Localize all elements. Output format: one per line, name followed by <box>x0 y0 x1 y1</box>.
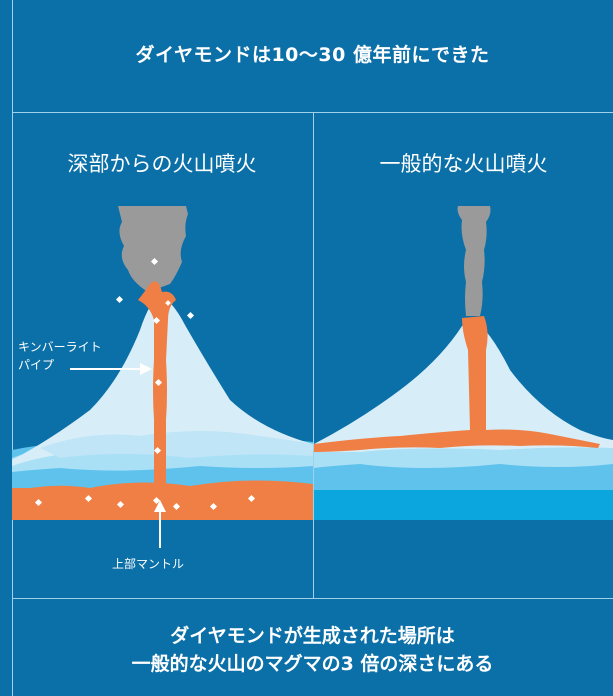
kimberlite-arrow <box>70 363 152 375</box>
left-cone-shadow <box>40 431 313 458</box>
caption-line-2: 一般的な火山のマグマの3 倍の深さにある <box>131 653 494 675</box>
footer-divider <box>12 598 613 599</box>
left-magma-band <box>12 480 313 520</box>
kimberlite-label-line1: キンバーライト <box>18 340 102 354</box>
right-magma-conduit <box>462 316 488 430</box>
header-divider <box>12 112 613 113</box>
diagram-frame <box>12 0 613 696</box>
panel-divider <box>313 112 314 598</box>
left-smoke-plume <box>118 206 188 292</box>
kimberlite-label-line2: パイプ <box>18 358 55 372</box>
upper-mantle-label: 上部マントル <box>112 557 185 571</box>
bottom-caption: ダイヤモンドが生成された場所は 一般的な火山のマグマの3 倍の深さにある <box>12 622 613 678</box>
right-volcano-cone <box>314 318 613 452</box>
right-magma-chamber <box>314 429 600 452</box>
header-title: ダイヤモンドは10〜30 億年前にできた <box>135 44 490 66</box>
diamond-dots <box>34 257 256 511</box>
right-panel-title: 一般的な火山噴火 <box>379 152 548 176</box>
right-smoke-plume <box>457 206 491 316</box>
caption-line-1: ダイヤモンドが生成された場所は <box>170 625 455 647</box>
upper-mantle-arrow <box>154 500 166 548</box>
left-panel-title: 深部からの火山噴火 <box>67 152 257 176</box>
